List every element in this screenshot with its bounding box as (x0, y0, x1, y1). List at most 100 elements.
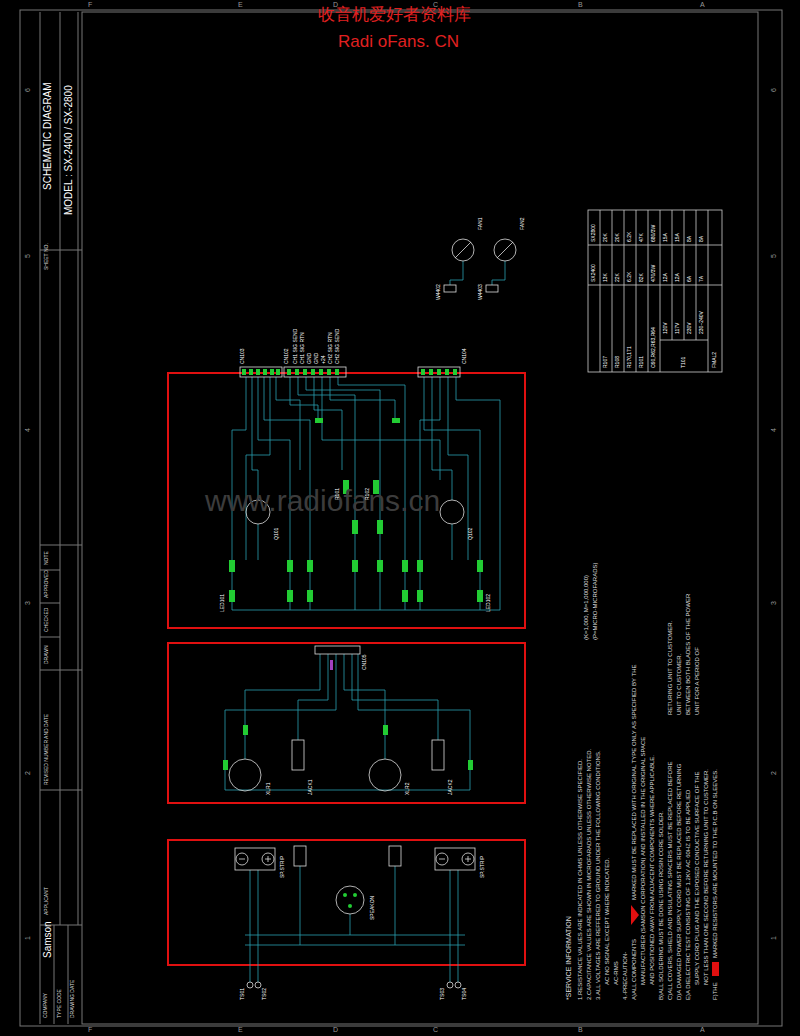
table-cell: 8A (687, 236, 692, 242)
grid-letter: F (88, 1, 92, 8)
grid-letter: D (333, 1026, 338, 1033)
grid-number: 1 (24, 936, 31, 940)
note-text: SUPPLY CORD PLUG AND THE EXPOSED CONDUCT… (694, 771, 700, 985)
part-name: SPEAKON (370, 896, 375, 920)
note-text: C)ALL COVERS, SHIELD AND INSULATING SPAC… (667, 761, 673, 1000)
grid-number: 6 (24, 88, 31, 92)
connector-name: CN102 (284, 348, 289, 364)
drawing-title: SCHEMATIC DIAGRAM (43, 82, 53, 190)
title-field: CHECKED (44, 608, 49, 632)
part-name: JACK1 (308, 779, 313, 795)
company-name: Samson (43, 921, 53, 958)
table-cell: FMAL2 (712, 352, 717, 368)
part-name: R101 (335, 488, 340, 500)
table-cell: 22K (615, 273, 620, 282)
grid-number: 2 (770, 771, 777, 775)
part-name: LED101 (220, 594, 225, 612)
connector-name: W4402 (436, 284, 441, 300)
grid-letter: E (238, 1, 243, 8)
note-text: AC NO SIGNAL EXCEPT WHERE INDICATED. (604, 858, 610, 985)
table-cell: C60,R62,R63,R64 (651, 327, 656, 368)
table-cell: 82K (639, 273, 644, 282)
title-field: SHEET NO. (44, 243, 49, 270)
table-cell: 20K (603, 233, 608, 242)
signal-name: GND (314, 353, 319, 364)
part-name: SP.STRIP (280, 856, 285, 878)
part-name: FAN1 (478, 217, 483, 230)
table-cell: 230~240V (699, 311, 704, 334)
table-cell: 6.2K (627, 272, 632, 282)
part-name: JACK2 (448, 779, 453, 795)
grid-letter: C (433, 1026, 438, 1033)
signal-name: CH2 SIG RTN (328, 332, 333, 364)
note-text: 4.-PRECAUTION- (622, 952, 628, 1000)
connector-name: CN103 (240, 348, 245, 364)
table-cell: SX2400 (591, 264, 596, 282)
note-text: D)A DAMAGED POWER SUPPLY CORD MUST BE RE… (676, 764, 682, 1000)
grid-letter: B (578, 1, 583, 8)
note-text: B)ALL SOLDERING MUST BE DONE USING ROSIN… (658, 811, 664, 1000)
connector-name: W4403 (478, 284, 483, 300)
watermark: www.radiofans.cn (205, 486, 440, 516)
title-field: TYPE CODE (57, 989, 62, 1018)
connector-name: CN104 (462, 348, 467, 364)
title-field: APPLICANT (44, 887, 49, 915)
title-field: NOTE (44, 551, 49, 565)
grid-number: 3 (24, 601, 31, 605)
table-cell: SX2800 (591, 224, 596, 242)
note-text: E)A DIELECTRIC TEST CONSISTING OF 1.2KV … (685, 790, 691, 1000)
part-name: LED102 (486, 594, 491, 612)
grid-number: 4 (24, 428, 31, 432)
table-cell: R101 (639, 356, 644, 368)
note-text: AND POSITIONED AWAY FROM ADJACENT COMPON… (649, 755, 655, 985)
note-text: (P=MICRO-MICROFARADS) (592, 562, 598, 640)
model-name: MODEL : SX-2400 / SX-2800 (64, 85, 74, 215)
title-field: REVISED NUMBER AND DATE (44, 714, 49, 785)
table-cell: 12A (675, 273, 680, 282)
table-cell: 117V (675, 323, 680, 334)
note-text: MARKED RESISTORS ARE MOUNTED TO THE P.C.… (712, 769, 718, 958)
table-cell: 680/3W (651, 225, 656, 242)
part-name: SP.STRIP (480, 856, 485, 878)
table-cell: 15A (663, 233, 668, 242)
terminal-name: TS03 (440, 988, 445, 1000)
grid-letter: F (88, 1026, 92, 1033)
note-text: NOT LESS THAN ONE SECOND BEFORE RETURNIN… (703, 769, 709, 985)
grid-letter: C (433, 1, 438, 8)
grid-number: 3 (770, 601, 777, 605)
grid-number: 6 (770, 88, 777, 92)
note-text: BETWEEN BOTH BLADES OF THE POWER (685, 594, 691, 715)
table-cell: R170,171 (627, 346, 632, 368)
note-text: F)THE (712, 982, 718, 1000)
note-text: RETURING UNIT TO CUSTOMER. (667, 621, 673, 715)
table-cell: 470/3W (651, 265, 656, 282)
table-cell: R107 (603, 356, 608, 368)
grid-number: 5 (24, 254, 31, 258)
watermark: Radi oFans. CN (338, 33, 459, 50)
grid-number: 4 (770, 428, 777, 432)
note-text: (K=1,000, M=1,000,000) (583, 575, 589, 640)
table-cell: 120V (663, 322, 668, 334)
table-cell: 47K (639, 233, 644, 242)
grid-number: 5 (770, 254, 777, 258)
signal-name: CH1 SIG SEND (293, 329, 298, 364)
part-name: FAN2 (520, 217, 525, 230)
note-text: UNIT TO CUSTOMER. (676, 654, 682, 715)
signal-name: CH2 SIG SEND (335, 329, 340, 364)
table-cell: 13K (603, 273, 608, 282)
signal-name: GND (307, 353, 312, 364)
title-field: DRAWN (44, 645, 49, 664)
connector-name: CN105 (362, 654, 367, 670)
note-heading: *SERVICE INFORMATION (565, 916, 572, 1000)
part-name: R102 (365, 488, 370, 500)
note-text: A)ALL COMPONENTS (631, 939, 637, 1000)
part-name: Q101 (274, 528, 279, 540)
note-text: 2.CAPACITANCE VALUES ARE SHOWN IN MICROF… (586, 749, 592, 1000)
note-text: MANUFACTURER (SAMSON CORPORATION) AND IN… (640, 737, 646, 985)
grid-number: 2 (24, 771, 31, 775)
note-text: 3.ALL VOLTAGES ARE REFFERED TO GROUND UN… (595, 750, 601, 1000)
terminal-name: TS01 (240, 988, 245, 1000)
title-field: APPROVED (44, 570, 49, 598)
grid-letter: A (700, 1, 705, 8)
signal-name: CH1 SIG RTN (300, 332, 305, 364)
